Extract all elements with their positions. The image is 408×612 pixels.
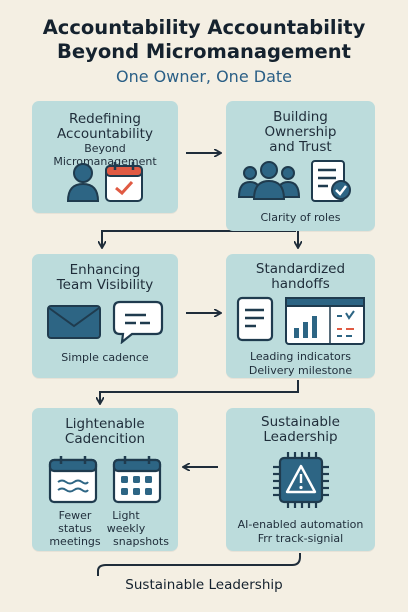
arrow-standardized-to-lightenable (100, 380, 299, 403)
card-building[interactable]: Building Ownership and Trust Clarity of … (226, 101, 375, 231)
document-check-icon (311, 160, 351, 202)
card-lightenable[interactable]: Lightenable Cadencition Fewer status mee… (32, 408, 178, 551)
card-lightenable-title-2: Cadencition (64, 431, 146, 447)
calendar-check-icon (105, 162, 143, 202)
card-building-title-1: Building (273, 109, 328, 125)
calendar-grid-icon (112, 456, 162, 504)
card-enhancing[interactable]: Enhancing Team Visibility Simple cadence (32, 254, 178, 378)
title-line-1: Accountability Accountability (42, 16, 366, 39)
calendar-icon (48, 456, 98, 504)
card-enhancing-title-2: Team Visibility (56, 277, 154, 293)
card-standardized-caption-1: Leading indicators (249, 350, 352, 363)
checklist-icon (236, 296, 274, 342)
card-sustainable-caption-1: AI-enabled automation (237, 518, 364, 531)
subtitle: One Owner, One Date (116, 67, 292, 86)
card-sustainable-title-1: Sustainable (261, 414, 340, 430)
right-caption-1: Light (112, 509, 140, 522)
dashboard-icon (285, 297, 365, 345)
card-standardized-caption-2: Delivery milestone (248, 364, 353, 377)
title-line-2: Beyond Micromanagement (57, 40, 351, 63)
right-caption-3: snapshots (113, 535, 169, 548)
warning-chip-icon (273, 452, 329, 508)
card-enhancing-title-1: Enhancing (69, 262, 141, 278)
card-lightenable-title-1: Lightenable (65, 416, 145, 432)
card-standardized[interactable]: Standardized handoffs Leading indicators… (226, 254, 375, 378)
left-caption-2: status (58, 522, 92, 535)
card-sustainable-caption-2: Frr track-signial (257, 532, 344, 545)
card-sustainable-title-2: Leadership (263, 429, 338, 445)
card-building-title-3: and Trust (269, 139, 332, 155)
card-sustainable[interactable]: Sustainable Leadership AI-enabled automa… (226, 408, 375, 551)
card-standardized-title-1: Standardized (255, 261, 346, 277)
footer-label: Sustainable Leadership (125, 577, 283, 593)
chat-bubble-icon (112, 300, 164, 344)
card-redefining-title-1: Redefining (69, 111, 141, 127)
card-redefining-title-2: Accountability (57, 126, 153, 142)
card-building-caption: Clarity of roles (260, 211, 341, 224)
team-icon (238, 161, 300, 200)
left-caption-3: meetings (49, 535, 101, 548)
page-title: Accountability Accountability Beyond Mic… (0, 16, 408, 64)
left-caption-1: Fewer (58, 509, 92, 522)
card-enhancing-caption: Simple cadence (61, 351, 149, 364)
card-standardized-title-2: handoffs (271, 276, 330, 292)
person-icon (66, 163, 100, 202)
arrow-building-to-enhancing (102, 230, 299, 247)
card-building-title-2: Ownership (264, 124, 337, 140)
card-redefining[interactable]: Redefining Accountability Beyond Microma… (32, 101, 178, 213)
footer-bracket (97, 553, 301, 576)
envelope-icon (47, 305, 101, 339)
right-caption-2: weekly (106, 522, 146, 535)
